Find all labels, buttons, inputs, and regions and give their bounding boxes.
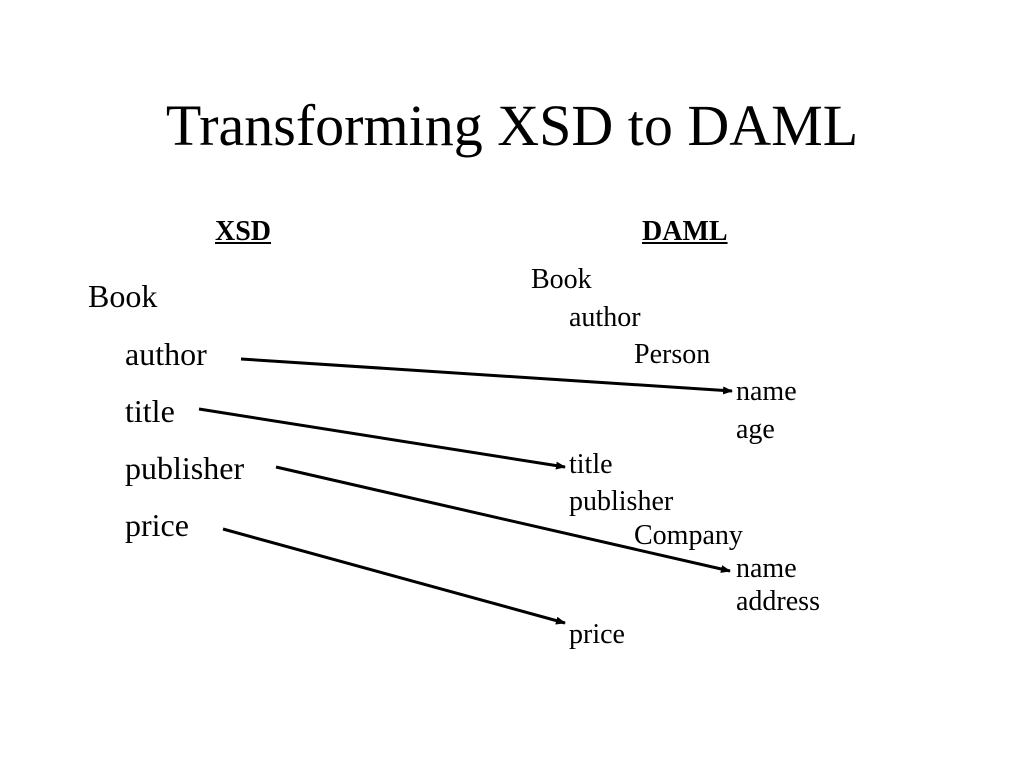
daml-heading: DAML: [642, 216, 728, 247]
daml-item-person-age: age: [736, 414, 775, 445]
xsd-item-author: author: [125, 336, 207, 372]
arrow-publisher-to-company-name: [275, 465, 731, 573]
daml-item-person-name: name: [736, 376, 797, 407]
xsd-item-title: title: [125, 393, 175, 429]
daml-item-company: Company: [634, 520, 743, 551]
daml-item-publisher: publisher: [569, 486, 674, 517]
daml-item-company-name: name: [736, 553, 797, 584]
daml-item-author: author: [569, 302, 641, 333]
xsd-heading: XSD: [215, 216, 272, 247]
arrow-price-to-price: [222, 527, 566, 625]
xsd-item-book: Book: [88, 278, 158, 314]
xsd-item-publisher: publisher: [125, 450, 245, 486]
slide-title: Transforming XSD to DAML: [165, 93, 859, 158]
daml-item-person: Person: [634, 339, 711, 370]
daml-item-company-address: address: [736, 586, 820, 617]
daml-item-price: price: [569, 619, 625, 650]
arrow-title-to-title: [198, 407, 566, 470]
daml-item-book: Book: [531, 264, 592, 295]
daml-item-title: title: [569, 449, 613, 480]
xsd-item-price: price: [125, 507, 189, 543]
